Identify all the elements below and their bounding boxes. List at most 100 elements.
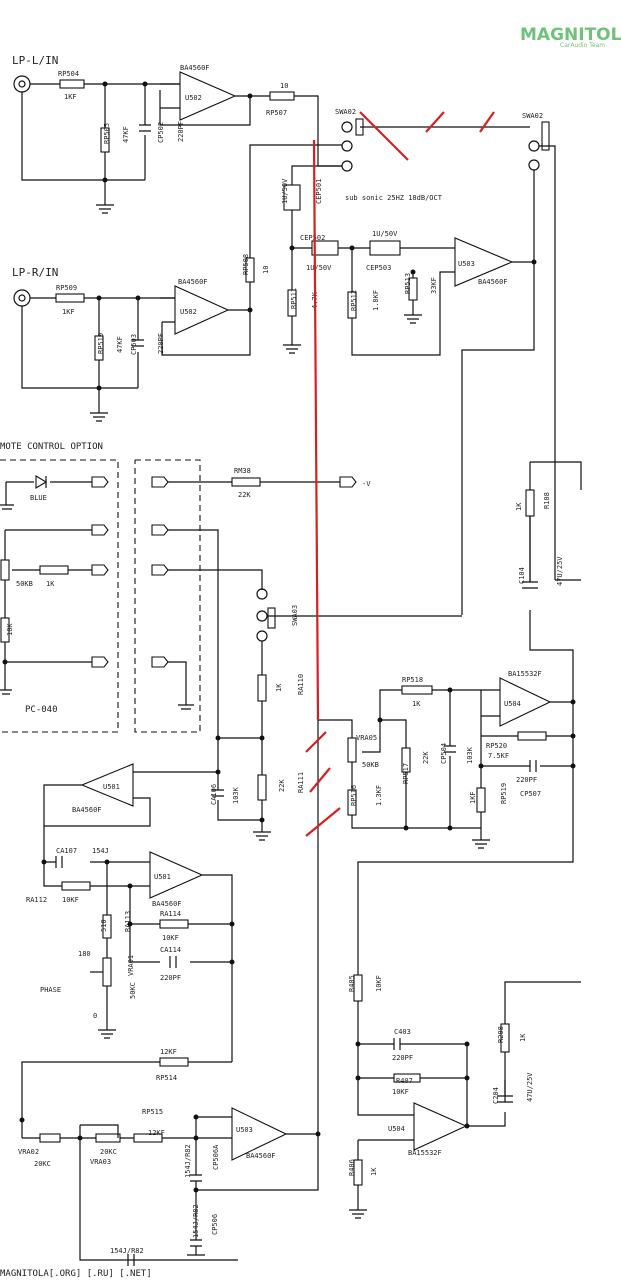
resistor-rp510 (94, 335, 104, 361)
schematic-label: BA15532F (508, 670, 542, 678)
schematic-label: 47KF (122, 126, 130, 143)
schematic-label: RP512 (350, 290, 358, 311)
schematic-label: 20KC (34, 1160, 51, 1168)
schematic-label: RA110 (297, 674, 305, 695)
schematic-label: 22K (238, 491, 251, 499)
schematic-label: 1K (519, 1033, 527, 1042)
schematic-label: R208 (497, 1026, 505, 1043)
resistor-rp511 (287, 289, 297, 317)
schematic-label: 10KF (162, 934, 179, 942)
schematic-label: CA107 (56, 847, 77, 855)
remote-title: MOTE CONTROL OPTION (0, 442, 103, 452)
opamp-u502-left (179, 71, 237, 121)
schematic-label: C204 (492, 1087, 500, 1104)
schematic-label: C104 (518, 567, 526, 584)
schematic-label: R407 (396, 1077, 413, 1085)
capacitor-cep502 (311, 240, 339, 256)
schematic-label: U504 (388, 1125, 405, 1133)
schematic-label: BA4560F (478, 278, 508, 286)
pot-vra01 (102, 957, 112, 987)
schematic-label: CP507 (520, 790, 541, 798)
resistor-1k-remote (39, 565, 69, 575)
schematic-label: 10 (262, 266, 270, 274)
resistor-ra110 (257, 674, 267, 702)
schematic-label: 7.5KF (488, 752, 509, 760)
schematic-label: RP514 (156, 1074, 177, 1082)
schematic-label: RP511 (290, 288, 298, 309)
input-label-left: LP-L/IN (12, 54, 58, 67)
resistor-rp513 (408, 277, 418, 301)
schematic-label: BA4560F (180, 64, 210, 72)
pot-vra03 (95, 1133, 121, 1143)
schematic-label: 1.3KF (375, 785, 383, 806)
schematic-label: 1K (275, 683, 283, 692)
opamp-u504-top (499, 677, 552, 727)
resistor-rp507 (269, 91, 295, 101)
resistor-ra114 (159, 919, 189, 929)
schematic-label: BA4560F (152, 900, 182, 908)
schematic-label: VRA02 (18, 1148, 39, 1156)
red-markup (305, 111, 495, 837)
schematic-label: 20KC (100, 1148, 117, 1156)
schematic-label: CEP502 (300, 234, 325, 242)
schematic-label: 47KF (116, 336, 124, 353)
schematic-label: 12KF (160, 1048, 177, 1056)
schematic-label: 220PF (177, 121, 185, 142)
schematic-label: 50KB (362, 761, 379, 769)
logo-text: MAGNITOLA (520, 25, 621, 45)
schematic-label: RP509 (56, 284, 77, 292)
schematic-label: RA114 (160, 910, 181, 918)
schematic-label: CA114 (160, 946, 181, 954)
schematic-label: 1.8KF (372, 290, 380, 311)
schematic-label: 33KF (430, 277, 438, 294)
pot-vra05 (347, 737, 357, 763)
schematic-label: C403 (394, 1028, 411, 1036)
schematic-label: 220PF (157, 333, 165, 354)
schematic-label: 10 (280, 82, 288, 90)
schematic-label: BA4560F (178, 278, 208, 286)
schematic-label: 47U/25V (526, 1072, 534, 1102)
schematic-label: RA112 (26, 896, 47, 904)
schematic-label: U503 (236, 1126, 253, 1134)
resistor-10k-remote (0, 617, 10, 643)
resistor-rp515 (133, 1133, 163, 1143)
sub-sonic-note: sub sonic 25HZ 18dB/OCT (345, 194, 443, 202)
schematic-label: 220PF (160, 974, 181, 982)
schematic-label: CEP501 (315, 179, 323, 204)
schematic-label: RP516 (350, 785, 358, 806)
schematic-label: RP504 (58, 70, 79, 78)
schematic-label: BA4560F (246, 1152, 276, 1160)
opamp-u501-bottom (149, 851, 204, 899)
rca-jack-right (13, 289, 31, 307)
schematic-label: RP508 (242, 254, 250, 275)
schematic-label: 10K (6, 623, 14, 636)
schematic-label: 154J/R82 (184, 1144, 192, 1178)
opamp-u503-bottom (231, 1107, 288, 1161)
schematic-label: 510 (100, 919, 108, 932)
opamp-u502-right (174, 285, 230, 335)
schematic-label: 1KF (64, 93, 77, 101)
switch-swa03 (256, 588, 276, 642)
schematic-label: SWA02 (335, 108, 356, 116)
schematic-label: 103K (466, 746, 474, 764)
schematic-label: 47U/25V (556, 556, 564, 586)
schematic-label: RA113 (124, 911, 132, 932)
schematic-label: R405 (348, 975, 356, 992)
resistor-rp520 (517, 731, 547, 741)
schematic-label: 50KC (129, 982, 137, 999)
schematic-label: 1KF (469, 791, 477, 804)
schematic-label: RP510 (97, 333, 105, 354)
resistor-rp514 (159, 1057, 189, 1067)
resistor-rp505 (100, 127, 110, 153)
schematic-label: RA111 (297, 772, 305, 793)
resistor-ra111 (257, 774, 267, 801)
resistor-rm38 (231, 477, 261, 487)
capacitor-cep503 (369, 240, 401, 256)
schematic-label: CP502 (157, 122, 165, 143)
schematic-label: U501 (103, 783, 120, 791)
schematic-label: 0 (93, 1012, 97, 1020)
resistor-rp519 (476, 787, 486, 813)
footer-text: MAGNITOLA[.ORG] [.RU] [.NET] (0, 1269, 152, 1279)
schematic-label: RP513 (404, 273, 412, 294)
schematic-label: RP519 (500, 783, 508, 804)
